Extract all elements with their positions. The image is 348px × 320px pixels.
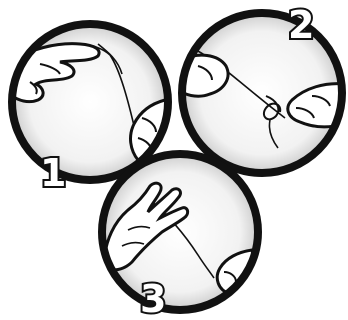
step-3-panel (102, 154, 260, 310)
step-3-number: 3 (140, 277, 166, 320)
step-2-number: 2 (288, 3, 314, 47)
step-2-panel (182, 13, 345, 173)
step-1-number: 1 (40, 151, 66, 195)
